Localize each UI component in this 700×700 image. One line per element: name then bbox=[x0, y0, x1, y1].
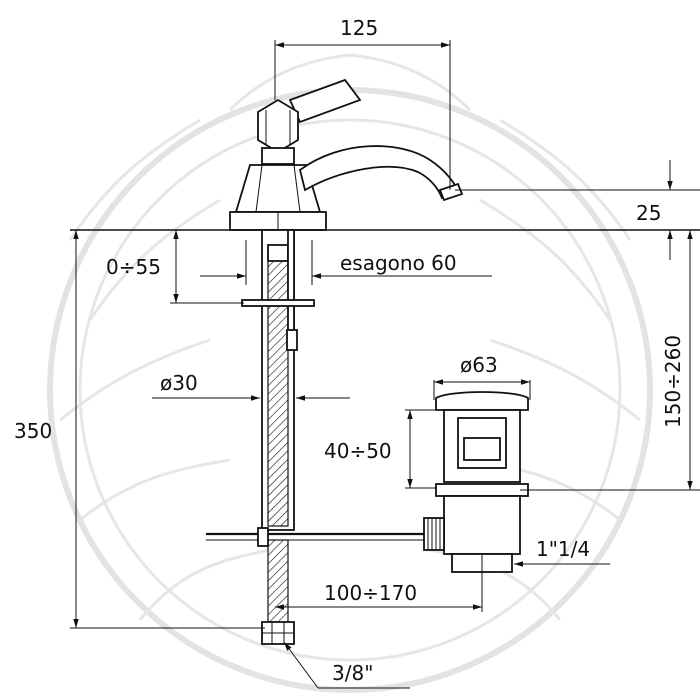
faucet-body bbox=[229, 78, 464, 231]
label-hex-nut: esagono 60 bbox=[340, 251, 457, 275]
label-inlet-thread: 3/8" bbox=[332, 661, 373, 685]
label-shank-diameter: ø30 bbox=[160, 371, 198, 395]
waste-assembly bbox=[423, 391, 529, 573]
label-spout-reach: 125 bbox=[340, 16, 378, 40]
label-spout-height: 25 bbox=[636, 201, 661, 225]
label-drain-adjust: 150÷260 bbox=[661, 335, 685, 428]
shank-and-hose bbox=[241, 229, 315, 645]
dimension-labels: 125 25 0÷55 esagono 60 ø30 350 150÷260 ø… bbox=[14, 16, 685, 685]
label-waste-thread: 1"1/4 bbox=[536, 537, 590, 561]
dimension-lines bbox=[70, 40, 700, 689]
label-pop-up-height: 40÷50 bbox=[324, 439, 392, 463]
label-total-height: 350 bbox=[14, 419, 52, 443]
label-deck-thickness: 0÷55 bbox=[106, 255, 161, 279]
label-rod-distance: 100÷170 bbox=[324, 581, 417, 605]
pop-up-rod bbox=[206, 527, 430, 547]
label-pop-up-diameter: ø63 bbox=[460, 353, 498, 377]
